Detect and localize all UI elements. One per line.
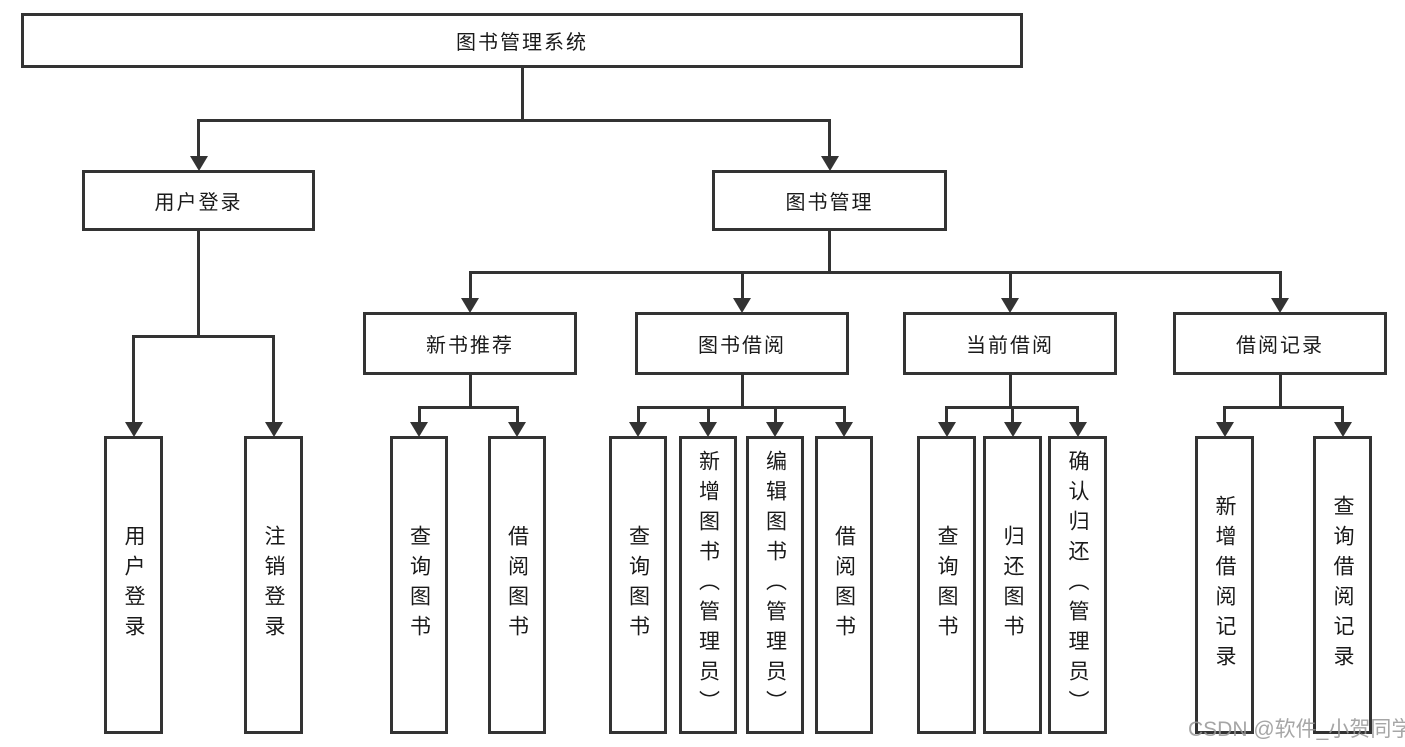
- connector-line: [1008, 373, 1012, 409]
- connector-line: [636, 406, 640, 424]
- connector-line: [132, 335, 135, 424]
- arrow-down-icon: [1003, 422, 1022, 437]
- node-label: 查询图书: [407, 525, 431, 645]
- connector-line: [1341, 406, 1344, 424]
- connector-line: [468, 271, 472, 300]
- node-leaf-bor-add: 新增图书（管理员）: [679, 436, 737, 734]
- node-leaf-bor-query: 查询图书: [609, 436, 667, 734]
- connector-line: [272, 335, 275, 424]
- node-label: 当前借阅: [966, 335, 1054, 357]
- connector-line: [706, 406, 710, 424]
- node-label: 用户登录: [122, 525, 145, 645]
- connector-line: [828, 119, 831, 158]
- connector-line: [740, 373, 744, 409]
- node-label: 编辑图书（管理员）: [763, 450, 787, 720]
- arrow-down-icon: [699, 422, 717, 437]
- arrow-down-icon: [1271, 298, 1289, 313]
- connector-line: [1278, 271, 1282, 300]
- arrow-down-icon: [820, 156, 839, 171]
- arrow-down-icon: [189, 156, 208, 171]
- connector-line: [945, 406, 948, 424]
- node-label: 图书管理: [785, 192, 874, 214]
- arrow-down-icon: [461, 298, 479, 313]
- connector-line: [1223, 406, 1344, 409]
- node-label: 借阅图书: [505, 525, 529, 645]
- connector-line: [842, 406, 846, 424]
- connector-line: [1076, 406, 1079, 424]
- arrow-down-icon: [1215, 422, 1234, 437]
- node-label: 归还图书: [1001, 525, 1024, 645]
- node-root: 图书管理系统: [21, 13, 1023, 68]
- arrow-down-icon: [766, 422, 784, 437]
- node-leaf-cur-confirm: 确认归还（管理员）: [1048, 436, 1107, 734]
- connector-line: [1278, 373, 1282, 409]
- arrow-down-icon: [124, 422, 143, 437]
- connector-line: [1223, 406, 1226, 424]
- connector-line: [197, 119, 200, 158]
- arrow-down-icon: [1333, 422, 1352, 437]
- node-leaf-hist-query: 查询借阅记录: [1313, 436, 1372, 734]
- node-label: 查询图书: [935, 525, 958, 645]
- node-leaf-bor-borrow: 借阅图书: [815, 436, 873, 734]
- node-borrow-records: 借阅记录: [1173, 312, 1387, 375]
- connector-line: [132, 335, 275, 338]
- node-user-login: 用户登录: [82, 170, 315, 231]
- connector-line: [520, 66, 524, 122]
- node-label: 新增图书（管理员）: [696, 450, 720, 720]
- connector-line: [515, 406, 519, 424]
- arrow-down-icon: [508, 422, 526, 437]
- node-label: 新增借阅记录: [1213, 495, 1236, 675]
- node-label: 查询借阅记录: [1331, 495, 1354, 675]
- connector-line: [468, 271, 1282, 274]
- arrow-down-icon: [1068, 422, 1087, 437]
- node-label: 注销登录: [262, 525, 285, 645]
- node-book-borrow: 图书借阅: [635, 312, 849, 375]
- node-label: 图书借阅: [698, 335, 786, 357]
- node-leaf-cur-return: 归还图书: [983, 436, 1042, 734]
- node-label: 确认归还（管理员）: [1066, 450, 1089, 720]
- connector-line: [740, 271, 744, 300]
- arrow-down-icon: [264, 422, 283, 437]
- connector-line: [197, 229, 200, 338]
- arrow-down-icon: [1001, 298, 1019, 313]
- node-label: 借阅记录: [1236, 335, 1324, 357]
- node-leaf-cur-query: 查询图书: [917, 436, 976, 734]
- node-leaf-rec-query: 查询图书: [390, 436, 448, 734]
- node-leaf-rec-borrow: 借阅图书: [488, 436, 546, 734]
- connector-line: [417, 406, 519, 409]
- arrow-down-icon: [733, 298, 751, 313]
- node-label: 用户登录: [154, 192, 243, 214]
- csdn-watermark: CSDN @软件_小贺同学: [1188, 718, 1405, 741]
- connector-line: [636, 406, 846, 409]
- connector-line: [1008, 271, 1012, 300]
- node-label: 查询图书: [626, 525, 650, 645]
- node-label: 新书推荐: [426, 335, 514, 357]
- node-leaf-bor-edit: 编辑图书（管理员）: [746, 436, 804, 734]
- connector-line: [197, 119, 831, 122]
- arrow-down-icon: [629, 422, 647, 437]
- arrow-down-icon: [835, 422, 853, 437]
- arrow-down-icon: [937, 422, 956, 437]
- connector-line: [773, 406, 777, 424]
- node-leaf-logout: 注销登录: [244, 436, 303, 734]
- node-new-book-rec: 新书推荐: [363, 312, 577, 375]
- connector-line: [468, 373, 472, 409]
- connector-line: [1011, 406, 1014, 424]
- node-leaf-user-login: 用户登录: [104, 436, 163, 734]
- node-leaf-hist-add: 新增借阅记录: [1195, 436, 1254, 734]
- connector-line: [828, 229, 831, 274]
- node-current-borrow: 当前借阅: [903, 312, 1117, 375]
- node-label: 图书管理系统: [456, 32, 588, 54]
- node-label: 借阅图书: [832, 525, 856, 645]
- node-book-mgmt: 图书管理: [712, 170, 947, 231]
- connector-line: [417, 406, 421, 424]
- arrow-down-icon: [410, 422, 428, 437]
